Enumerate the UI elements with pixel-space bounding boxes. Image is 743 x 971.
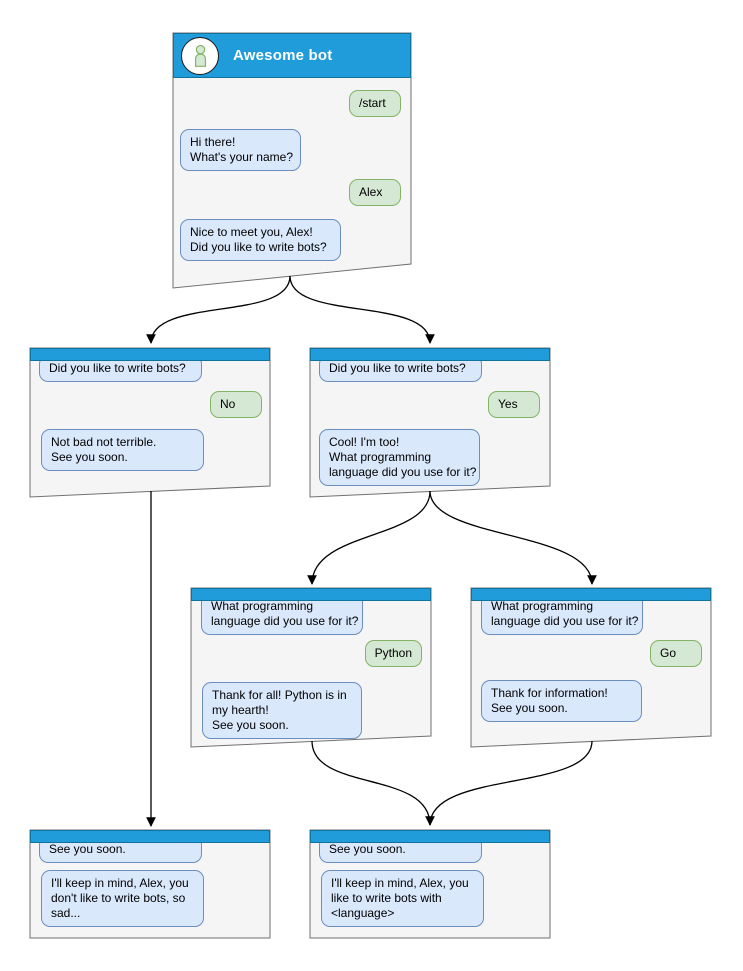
window-title-bar — [191, 588, 431, 601]
bot-message-bubble: Not bad not terrible. See you soon. — [41, 429, 204, 471]
window-title-bar — [310, 830, 550, 843]
window-title-bar — [310, 348, 550, 361]
user-message-bubble: Yes — [488, 391, 540, 418]
flow-arrow-main-to-no — [146, 275, 291, 344]
bot-message-bubble: Thank for information! See you soon. — [481, 680, 642, 722]
chat-window-branch-no: Did you like to write bots? No Not bad n… — [30, 348, 270, 497]
chat-window-end-yes: See you soon. I'll keep in mind, Alex, y… — [310, 830, 550, 938]
user-message-bubble: Go — [650, 640, 702, 667]
chat-window-branch-python: What programming language did you use fo… — [191, 588, 431, 747]
flow-arrow-yes-to-go — [429, 490, 597, 585]
chat-window-end-no: See you soon. I'll keep in mind, Alex, y… — [30, 830, 270, 938]
person-icon — [194, 44, 206, 67]
flow-arrow-yes-to-python — [307, 490, 431, 585]
bot-message-bubble: Thank for all! Python is in my hearth! S… — [202, 682, 362, 739]
window-title-bar — [30, 348, 270, 361]
bot-avatar — [181, 36, 219, 75]
bot-message-bubble: Hi there! What's your name? — [180, 129, 301, 171]
flow-arrow-main-to-yes — [289, 275, 435, 344]
chat-window-branch-yes: Did you like to write bots? Yes Cool! I'… — [310, 348, 550, 497]
chat-window-main: Awesome bot /start Hi there! What's your… — [173, 33, 411, 288]
bot-message-bubble: Nice to meet you, Alex! Did you like to … — [180, 219, 341, 261]
flow-arrow-python-to-end — [311, 740, 435, 826]
bot-message-bubble: I'll keep in mind, Alex, you don't like … — [41, 870, 204, 927]
bot-message-bubble: I'll keep in mind, Alex, you like to wri… — [321, 870, 484, 927]
bot-name-title: Awesome bot — [233, 47, 333, 64]
user-message-bubble: /start — [349, 90, 401, 117]
user-message-bubble: Alex — [349, 179, 401, 206]
chat-window-branch-go: What programming language did you use fo… — [471, 588, 711, 747]
flow-arrow-go-to-end — [429, 740, 593, 826]
window-title-bar — [30, 830, 270, 843]
user-message-bubble: Python — [364, 640, 422, 667]
bot-message-bubble: Cool! I'm too! What programming language… — [319, 429, 480, 486]
user-message-bubble: No — [210, 391, 262, 418]
window-title-bar — [471, 588, 711, 601]
window-title-bar: Awesome bot — [173, 33, 411, 78]
